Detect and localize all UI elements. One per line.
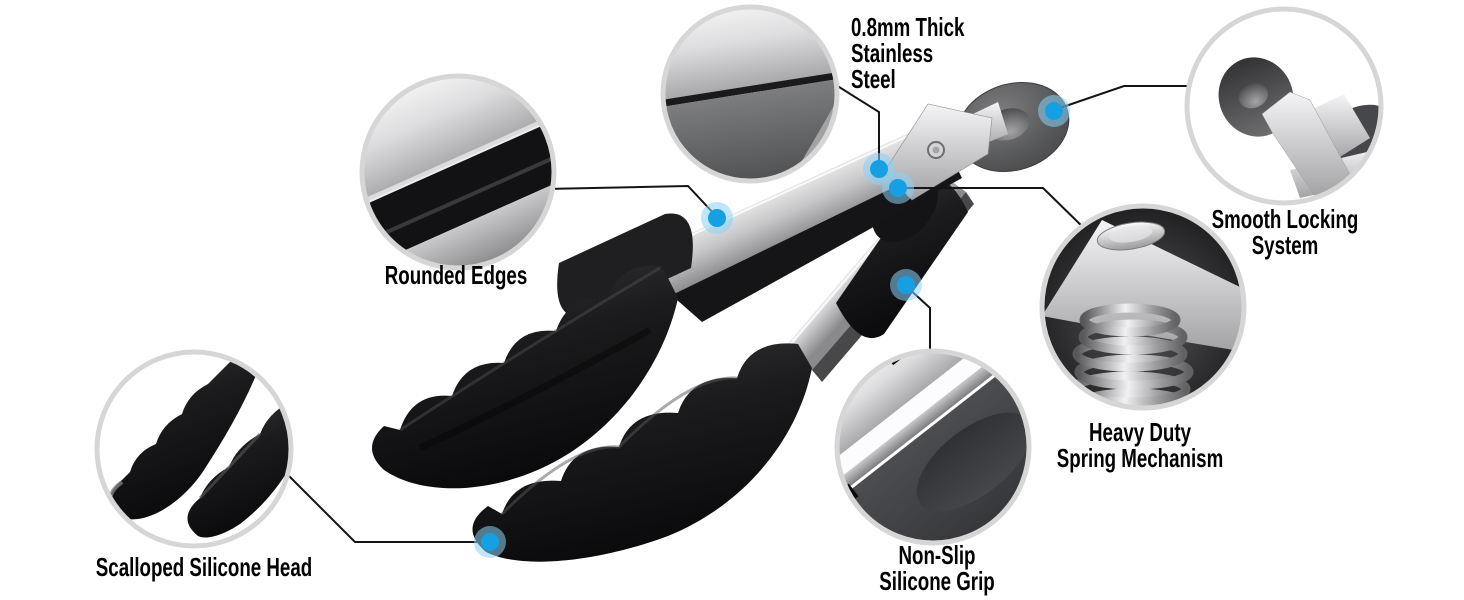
inset-ring	[1184, 6, 1384, 206]
inset-spring	[1039, 203, 1247, 411]
lower-grip	[836, 177, 968, 339]
upper-head-sheen	[399, 266, 661, 432]
label-line: Heavy Duty	[1089, 417, 1191, 447]
label-line: System	[1251, 230, 1319, 260]
callout-dots	[474, 95, 1070, 558]
callout-dot-smooth-locking	[1038, 95, 1070, 127]
inset-ring	[359, 73, 557, 271]
inset-scalloped-head	[94, 349, 294, 549]
callout-dot-spring	[882, 172, 914, 204]
callout-label-non-slip-grip: Non-Slip Silicone Grip	[879, 542, 994, 594]
upper-arm-highlight	[647, 125, 931, 256]
inset-ring	[834, 348, 1032, 546]
callout-label-rounded-edges: Rounded Edges	[385, 262, 527, 288]
label-line: Spring Mechanism	[1056, 443, 1224, 473]
callout-label-heavy-duty-spring: Heavy Duty Spring Mechanism	[1057, 419, 1223, 471]
inset-ring	[660, 4, 840, 184]
leader-scalloped-head	[285, 472, 488, 543]
label-line: Silicone Grip	[879, 566, 995, 596]
upper-head-crease	[418, 326, 652, 452]
lower-head-sheen	[500, 376, 738, 516]
label-line: 0.8mm Thick	[851, 12, 965, 42]
lower-head	[472, 343, 812, 562]
callout-label-stainless-steel: 0.8mm Thick Stainless Steel	[851, 14, 964, 92]
upper-head	[372, 265, 678, 489]
leader-smooth-locking	[1053, 85, 1196, 111]
leader-rounded-edges	[543, 184, 718, 218]
inset-rounded-edges	[359, 73, 557, 271]
label-line: Rounded Edges	[384, 260, 528, 290]
label-line: Smooth Locking	[1211, 204, 1359, 234]
callout-dot-rounded-edges	[701, 202, 733, 234]
label-line: Stainless	[851, 38, 934, 68]
label-line: Steel	[851, 64, 896, 94]
callout-dot-grip	[890, 269, 922, 301]
inset-ring	[1039, 203, 1247, 411]
label-line: Scalloped Silicone Head	[95, 552, 313, 582]
upper-collar	[557, 213, 693, 318]
callout-label-smooth-locking: Smooth Locking System	[1212, 206, 1359, 258]
hinge-rivet-center	[932, 146, 940, 154]
inset-smooth-locking	[1184, 6, 1384, 206]
leader-spring	[899, 187, 1089, 233]
callout-label-scalloped-head: Scalloped Silicone Head	[96, 554, 312, 580]
callout-dot-scalloped-head	[474, 526, 506, 558]
label-line: Non-Slip	[898, 540, 976, 570]
inset-ring	[94, 349, 294, 549]
